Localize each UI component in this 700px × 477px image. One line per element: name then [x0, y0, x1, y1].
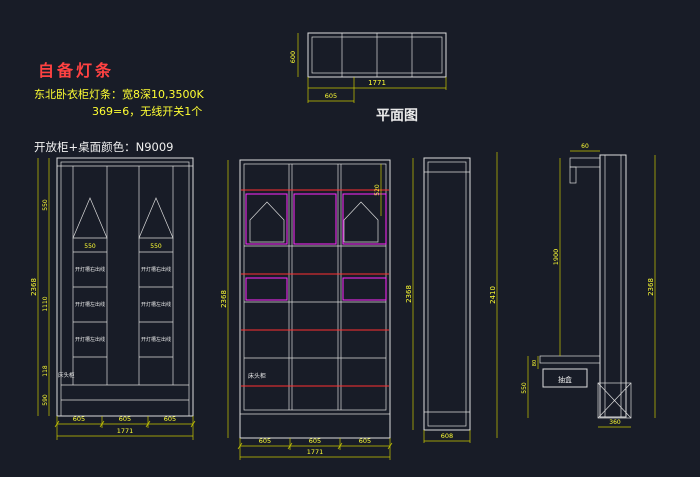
right-profile-view[interactable]: 抽盒 60 1900 80 550 2368 360: [521, 143, 656, 428]
shelf-dividers[interactable]: [288, 164, 342, 410]
drawing-title: 自备灯条: [38, 61, 114, 80]
plan-total-width-dim: 1771: [368, 79, 386, 87]
hanging-column-a[interactable]: 550 开灯槽右出线 开灯槽左出线 开灯槽左出线: [72, 166, 108, 385]
chain-dim: 550: [42, 199, 49, 211]
groove-note: 开灯槽左出线: [75, 336, 105, 343]
plan-view-label: 平面图: [376, 108, 418, 124]
nightstand-label: 床头柜: [58, 371, 75, 379]
hanging-column-b[interactable]: 550 开灯槽右出线 开灯槽左出线 开灯槽左出线: [138, 166, 174, 385]
desk-shelf[interactable]: [539, 355, 601, 364]
bottom-segment-dim: 605: [119, 415, 131, 423]
groove-note: 开灯槽左出线: [75, 301, 105, 308]
groove-note: 开灯槽右出线: [141, 266, 171, 273]
middle-elevation-dims[interactable]: 2368 605 605 605 1771: [220, 160, 393, 460]
left-elevation[interactable]: 550 开灯槽右出线 开灯槽左出线 开灯槽左出线 550 开灯槽右出线 开灯槽左…: [30, 157, 196, 440]
hanger-pentagon-b[interactable]: [138, 197, 174, 239]
groove-note: 开灯槽左出线: [141, 301, 171, 308]
chain-dim: 1110: [42, 296, 49, 311]
left-elevation-dims[interactable]: 2368 550 1110 118 590 605 605 605 1771: [30, 158, 196, 440]
side-elevation-dims[interactable]: 2368 2410 608: [405, 152, 498, 443]
small-dim: 80: [532, 360, 538, 366]
drawer-box[interactable]: [542, 368, 588, 388]
top-rail[interactable]: [569, 157, 601, 168]
nightstand-label: 床头柜: [248, 372, 266, 380]
bottom-segment-dim: 605: [359, 437, 371, 445]
profile-panel[interactable]: [599, 154, 627, 418]
groove-note: 开灯槽右出线: [75, 266, 105, 273]
drawer-label: 抽盒: [558, 375, 572, 384]
plan-depth-dim: 600: [289, 51, 297, 63]
wardrobe-inner-wall[interactable]: [60, 161, 190, 417]
hanger-pentagon-left[interactable]: [249, 201, 285, 243]
hanger-height-dim-b: 550: [150, 243, 162, 250]
hanger-height-dim-a: 550: [84, 243, 96, 250]
shelf-lines-white[interactable]: [244, 245, 386, 359]
spec-line-1: 东北卧衣柜灯条：宽8深10,3500K: [34, 87, 204, 101]
side-outline[interactable]: [423, 157, 471, 431]
bottom-segment-dim: 605: [309, 437, 321, 445]
bottom-dim: 360: [609, 419, 621, 426]
bottom-total-dim: 1771: [307, 448, 324, 456]
bottom-segment-dim: 605: [73, 415, 85, 423]
plan-segment-dim: 605: [325, 92, 337, 100]
highlight-cells-magenta[interactable]: [245, 193, 387, 301]
lower-dim: 550: [521, 382, 528, 394]
spec-line-2: 369=6，无线开关1个: [92, 104, 202, 118]
total-height-dim: 2368: [220, 290, 228, 308]
top-rail-drop[interactable]: [569, 166, 577, 184]
plan-view[interactable]: 600 1771 605 平面图: [289, 32, 447, 124]
bottom-total-dim: 1771: [117, 427, 134, 435]
color-note: 开放柜+桌面颜色：N9009: [34, 140, 174, 154]
bottom-segment-dim: 605: [259, 437, 271, 445]
side-inner[interactable]: [427, 161, 467, 427]
side-height-dim: 2368: [405, 285, 413, 303]
right-profile-dims[interactable]: 60 1900 80 550 2368 360: [521, 143, 656, 428]
plan-dividers[interactable]: [341, 33, 413, 77]
groove-note: 开灯槽左出线: [141, 336, 171, 343]
total-height-dim: 2368: [647, 278, 655, 296]
top-right-dim: 520: [374, 184, 381, 196]
plan-dimensions[interactable]: 600 1771 605: [289, 33, 447, 103]
header-annotations: 自备灯条 东北卧衣柜灯条：宽8深10,3500K 369=6，无线开关1个 开放…: [34, 61, 204, 154]
total-height-dim: 2368: [30, 278, 38, 296]
chain-dim: 118: [42, 365, 49, 377]
bottom-segment-dim: 605: [164, 415, 176, 423]
middle-elevation[interactable]: 520 床头柜 2368 605 605 605 1771: [220, 159, 393, 460]
upper-height-dim: 1900: [552, 249, 560, 266]
top-dim: 60: [581, 143, 589, 150]
shelf-unit-outline[interactable]: [239, 159, 391, 439]
cross-braced-base[interactable]: [597, 382, 632, 419]
chain-dim: 590: [42, 394, 49, 406]
side-outer-height-dim: 2410: [489, 286, 497, 304]
hanger-pentagon-right[interactable]: [343, 201, 379, 243]
hanger-pentagon-a[interactable]: [72, 197, 108, 239]
side-depth-dim: 608: [441, 432, 453, 440]
side-elevation[interactable]: 2368 2410 608: [405, 152, 498, 443]
shelf-lines-red[interactable]: [241, 189, 389, 387]
